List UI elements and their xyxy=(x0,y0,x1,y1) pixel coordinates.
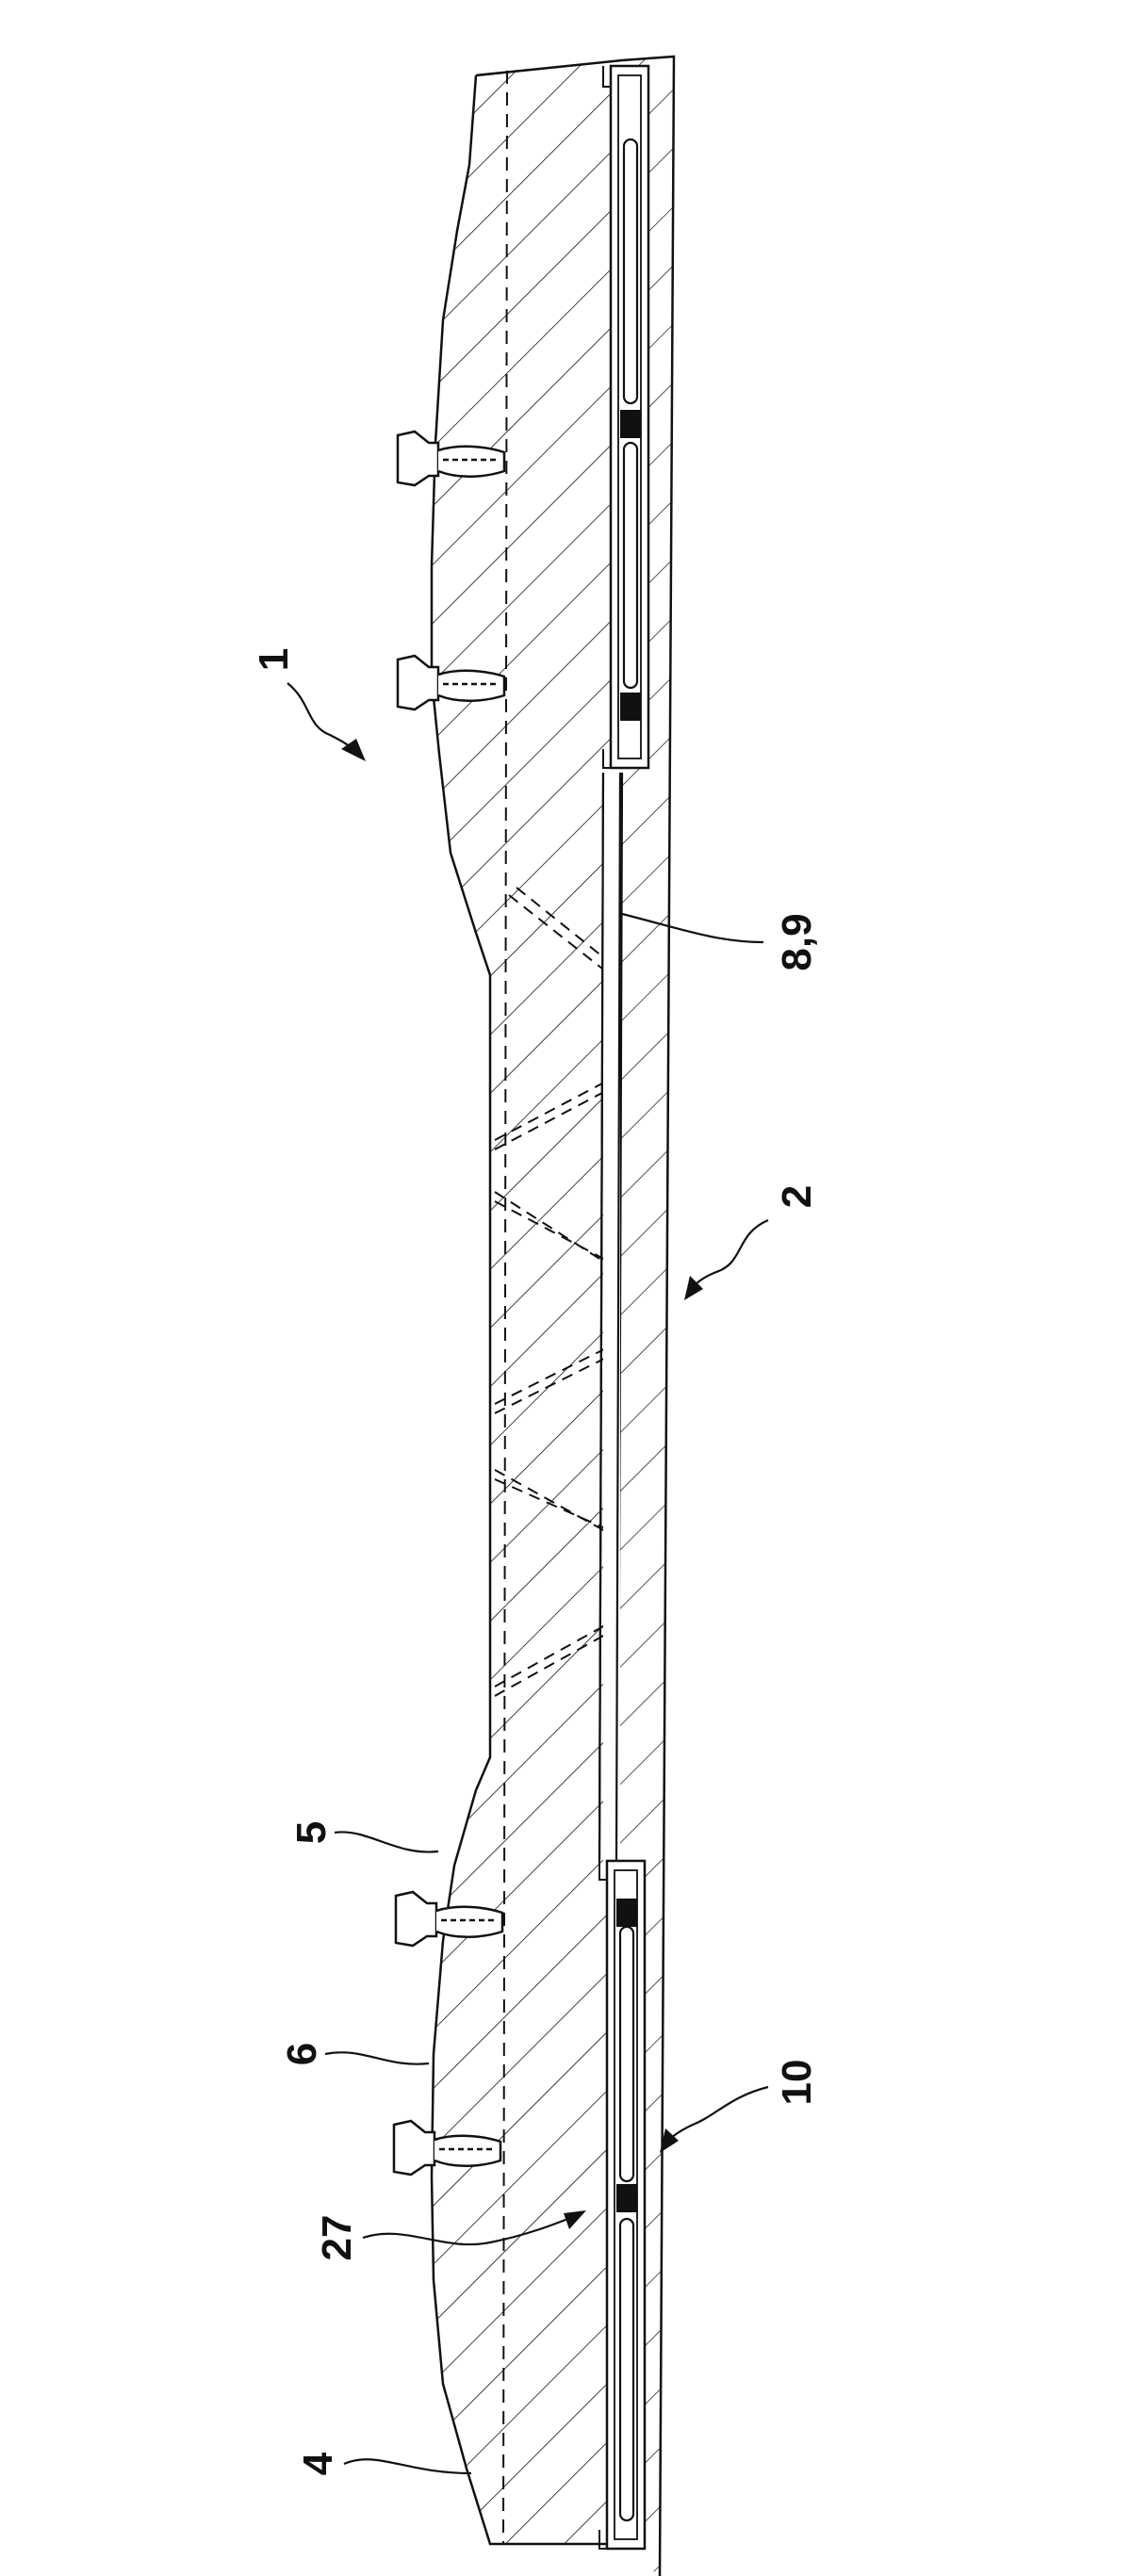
connector-block xyxy=(620,410,641,438)
label-part-8-9: 8,9 xyxy=(774,913,820,970)
connector-block xyxy=(620,693,641,721)
label-part-27: 27 xyxy=(314,2215,360,2261)
label-part-4: 4 xyxy=(295,2452,341,2475)
elongated-element xyxy=(620,1927,633,2181)
elongated-element xyxy=(624,139,637,403)
upper-insert xyxy=(603,66,648,768)
body-hatching xyxy=(432,60,622,2544)
label-part-6: 6 xyxy=(279,2043,325,2065)
connector-block xyxy=(616,1899,637,1927)
label-assembly-1: 1 xyxy=(251,648,297,671)
label-part-5: 5 xyxy=(288,1821,335,1844)
elongated-element xyxy=(624,443,637,688)
elongated-element xyxy=(620,2219,633,2520)
label-section-2: 2 xyxy=(774,1185,820,1208)
main-body xyxy=(432,60,622,2544)
connector-block xyxy=(616,2184,637,2212)
label-part-10: 10 xyxy=(774,2060,820,2106)
lower-insert xyxy=(599,1861,645,2549)
